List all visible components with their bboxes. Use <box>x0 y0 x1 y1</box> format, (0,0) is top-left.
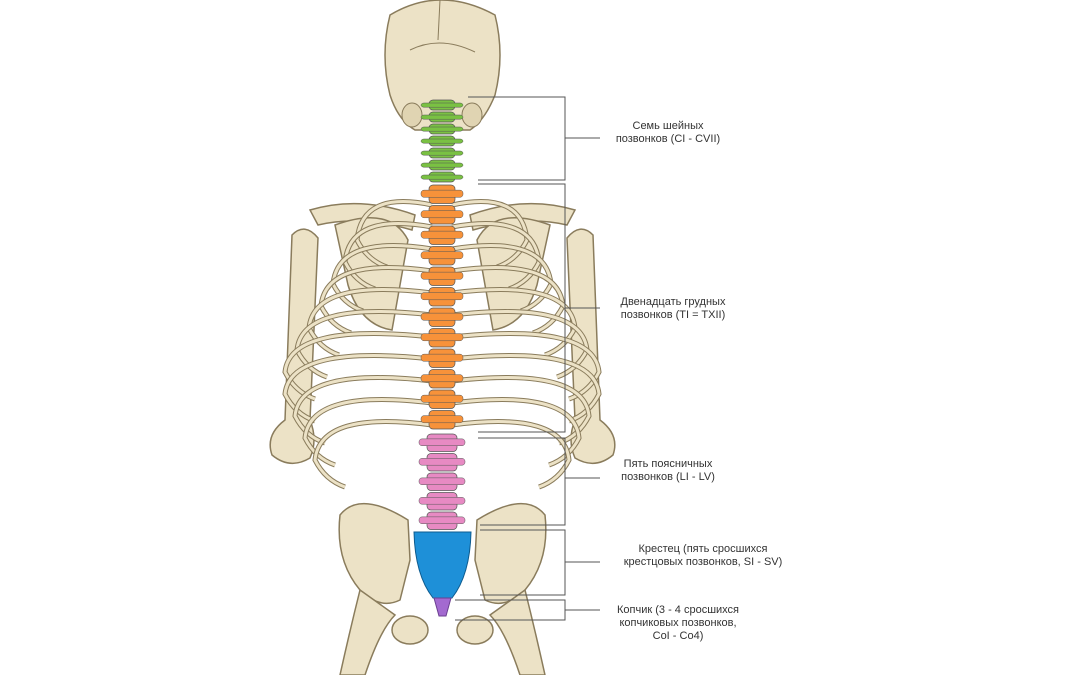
rib <box>451 376 591 445</box>
cervical-vertebra <box>420 123 464 135</box>
thoracic-vertebra <box>420 225 464 245</box>
rib <box>451 420 571 489</box>
rib <box>283 354 433 423</box>
thoracic-vertebra <box>420 348 464 368</box>
rib <box>451 354 601 423</box>
thoracic-vertebra <box>420 307 464 327</box>
rib <box>451 266 565 335</box>
thoracic-vertebra <box>420 205 464 225</box>
lumbar-vertebra <box>418 453 466 472</box>
cervical-vertebra <box>420 111 464 123</box>
lumbar-vertebra <box>418 433 466 452</box>
lumbar-vertebra <box>418 511 466 530</box>
rib <box>295 310 433 379</box>
skull <box>384 0 501 131</box>
rib <box>307 288 433 357</box>
humerus-bones <box>269 228 616 464</box>
rib <box>303 398 433 467</box>
thoracic-vertebra <box>420 266 464 286</box>
pelvis <box>338 503 547 675</box>
cervical-vertebra <box>420 135 464 147</box>
rib <box>283 332 433 401</box>
rib <box>451 310 589 379</box>
rib <box>451 244 553 313</box>
rib <box>451 288 577 357</box>
cervical-vertebra <box>420 159 464 171</box>
thoracic-vertebra <box>420 328 464 348</box>
coccyx <box>433 597 452 617</box>
leader-lines <box>455 96 600 621</box>
rib <box>313 420 433 489</box>
cervical-vertebra <box>420 171 464 183</box>
lumbar-vertebra <box>418 492 466 511</box>
cervical-vertebra <box>420 147 464 159</box>
rib <box>331 244 433 313</box>
rib <box>319 266 433 335</box>
sacrum <box>413 531 472 599</box>
cervical-vertebra <box>420 99 464 111</box>
lumbar-vertebra <box>418 472 466 491</box>
rib <box>293 376 433 445</box>
thoracic-vertebra <box>420 389 464 409</box>
rib <box>451 332 601 401</box>
thoracic-vertebra <box>420 410 464 430</box>
thoracic-vertebra <box>420 184 464 204</box>
thoracic-vertebra <box>420 369 464 389</box>
thoracic-vertebra <box>420 246 464 266</box>
thoracic-vertebra <box>420 287 464 307</box>
rib <box>451 398 581 467</box>
rib-cage <box>282 199 602 490</box>
vertebral-column <box>418 99 466 530</box>
